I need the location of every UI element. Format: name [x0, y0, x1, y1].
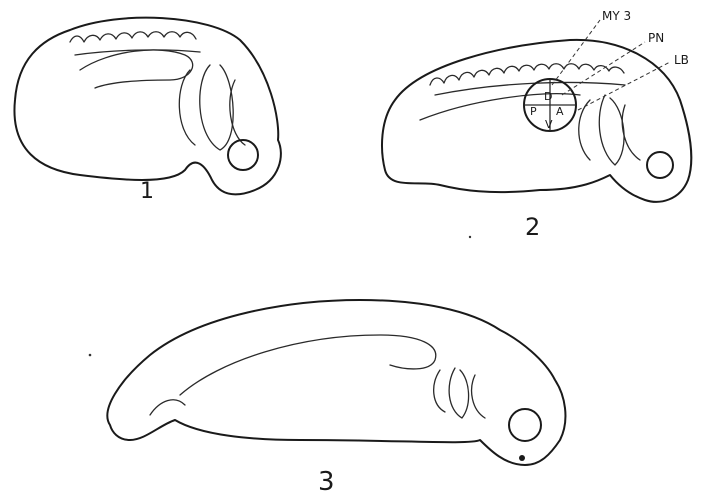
- embryo-3-arch-3: [472, 375, 485, 418]
- embryo-figure-2: D P A V MY 3 PN LB 2: [382, 9, 691, 241]
- label-my3: MY 3: [602, 9, 631, 23]
- embryo-3-arch-2: [449, 368, 468, 418]
- embryo-3-arch-1: [434, 370, 445, 412]
- embryo-3-outline: [107, 300, 565, 465]
- figure-1-label: 1: [140, 179, 154, 204]
- label-lb: LB: [674, 53, 689, 67]
- embryo-1-arch-3: [230, 80, 245, 145]
- embryo-1-arch-1: [179, 70, 195, 145]
- speck: [89, 354, 92, 357]
- figure-2-label: 2: [525, 213, 540, 241]
- embryo-2-eye: [647, 152, 673, 178]
- embryo-figure-3: 3: [107, 300, 565, 494]
- quadrant-ventral: V: [545, 118, 553, 131]
- leader-pn: [562, 42, 645, 95]
- leader-lb: [578, 62, 670, 110]
- label-pn: PN: [648, 31, 664, 45]
- embryo-1-somites: [70, 32, 196, 42]
- speck: [469, 236, 471, 238]
- quadrant-anterior: A: [556, 105, 564, 118]
- embryo-3-tail-fold: [150, 400, 185, 415]
- embryo-1-inner-fold: [80, 50, 193, 88]
- embryo-1-outline: [14, 18, 280, 195]
- embryo-figure-1: 1: [14, 18, 280, 204]
- embryo-3-mouth-mark: [519, 455, 525, 461]
- embryo-2-arch-3: [622, 105, 640, 160]
- embryo-2-arch-2: [599, 95, 624, 165]
- embryo-1-arch-2: [200, 65, 233, 150]
- embryo-3-inner-fold: [180, 335, 436, 395]
- quadrant-posterior: P: [530, 105, 537, 118]
- quadrant-dorsal: D: [544, 90, 552, 103]
- embryo-2-outline: [382, 40, 691, 202]
- figure-3-label: 3: [318, 467, 335, 494]
- embryo-1-eye: [228, 140, 258, 170]
- embryo-3-eye: [509, 409, 541, 441]
